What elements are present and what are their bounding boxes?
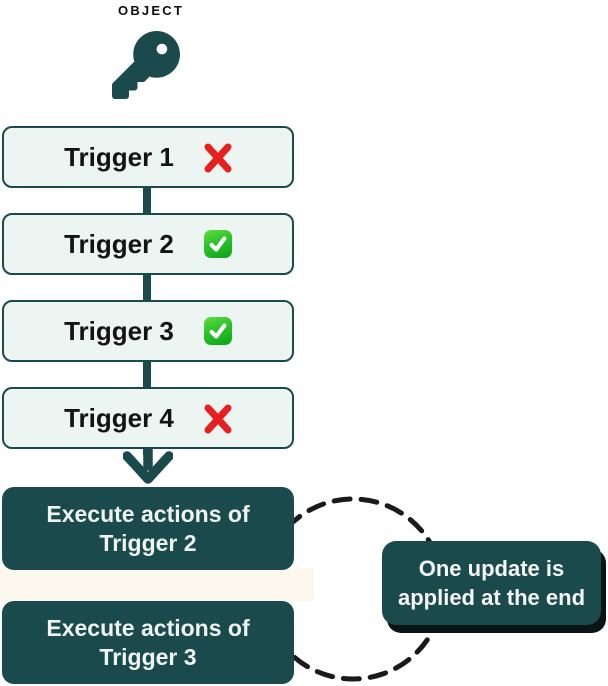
fail-cross-icon xyxy=(204,404,232,434)
trigger-box-4: Trigger 4 xyxy=(2,387,294,449)
execute-box-trigger-2: Execute actions of Trigger 2 xyxy=(2,487,294,570)
pass-check-icon xyxy=(203,317,232,345)
highlight-band xyxy=(0,568,314,601)
key-icon xyxy=(112,31,180,99)
flow-connector-line xyxy=(143,140,151,455)
status-badge xyxy=(204,141,232,173)
execute-line: Execute actions of xyxy=(46,614,250,641)
status-badge xyxy=(204,402,232,434)
execute-box-trigger-3: Execute actions of Trigger 3 xyxy=(2,601,294,684)
trigger-label: Trigger 3 xyxy=(64,315,174,346)
trigger-label: Trigger 2 xyxy=(64,228,174,259)
callout-one-update: One update is applied at the end xyxy=(382,541,601,625)
trigger-label: Trigger 4 xyxy=(64,402,174,433)
trigger-box-1: Trigger 1 xyxy=(2,126,294,188)
pass-check-icon xyxy=(203,230,232,258)
object-label: OBJECT xyxy=(118,3,184,18)
callout-line: One update is xyxy=(418,556,565,581)
status-badge xyxy=(203,317,232,345)
execute-line: Trigger 2 xyxy=(99,529,197,556)
callout-line: applied at the end xyxy=(397,585,586,610)
trigger-box-2: Trigger 2 xyxy=(2,213,294,275)
down-arrow-icon xyxy=(123,448,173,484)
trigger-box-3: Trigger 3 xyxy=(2,300,294,362)
fail-cross-icon xyxy=(204,143,232,173)
execute-line: Trigger 3 xyxy=(99,643,197,670)
execute-line: Execute actions of xyxy=(46,500,250,527)
trigger-label: Trigger 1 xyxy=(64,141,174,172)
status-badge xyxy=(203,230,232,258)
